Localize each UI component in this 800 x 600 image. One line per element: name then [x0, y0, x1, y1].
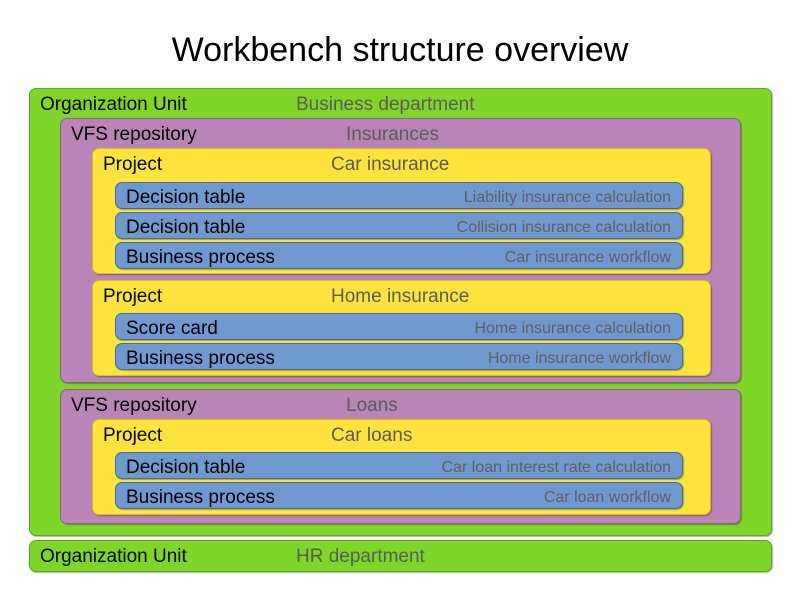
- asset-name: Car loan workflow: [543, 489, 671, 506]
- project-label: Project: [103, 286, 163, 307]
- repository-name: Insurances: [346, 124, 439, 145]
- org-unit-hr-department[interactable]: Organization Unit HR department: [29, 540, 772, 572]
- asset-type-label: Decision table: [126, 217, 246, 238]
- asset-type-label: Decision table: [126, 187, 246, 208]
- repository-label: VFS repository: [71, 395, 197, 416]
- project-label: Project: [103, 154, 163, 175]
- asset-car-insurance-workflow[interactable]: Business process Car insurance workflow: [115, 242, 683, 269]
- asset-name: Home insurance workflow: [487, 350, 671, 367]
- org-unit-label: Organization Unit: [40, 546, 187, 567]
- asset-car-loan-workflow[interactable]: Business process Car loan workflow: [115, 482, 683, 509]
- asset-liability-insurance-calculation[interactable]: Decision table Liability insurance calcu…: [115, 182, 683, 209]
- asset-type-label: Business process: [126, 348, 275, 369]
- asset-home-insurance-workflow[interactable]: Business process Home insurance workflow: [115, 343, 683, 370]
- asset-home-insurance-calculation[interactable]: Score card Home insurance calculation: [115, 313, 683, 340]
- org-unit-name: Business department: [296, 94, 475, 115]
- repository-label: VFS repository: [71, 124, 197, 145]
- asset-name: Collision insurance calculation: [456, 219, 671, 236]
- page-title: Workbench structure overview: [171, 31, 629, 69]
- project-name: Car loans: [331, 425, 413, 446]
- asset-name: Liability insurance calculation: [463, 189, 671, 206]
- asset-type-label: Score card: [126, 318, 218, 339]
- asset-type-label: Decision table: [126, 457, 246, 478]
- org-unit-name: HR department: [296, 546, 425, 567]
- asset-type-label: Business process: [126, 247, 275, 268]
- asset-type-label: Business process: [126, 487, 275, 508]
- project-name: Home insurance: [331, 286, 470, 307]
- asset-name: Home insurance calculation: [474, 320, 671, 337]
- project-label: Project: [103, 425, 163, 446]
- repository-name: Loans: [346, 395, 398, 416]
- asset-name: Car loan interest rate calculation: [441, 459, 671, 476]
- asset-car-loan-interest-rate-calculation[interactable]: Decision table Car loan interest rate ca…: [115, 452, 683, 479]
- asset-name: Car insurance workflow: [504, 249, 671, 266]
- asset-collision-insurance-calculation[interactable]: Decision table Collision insurance calcu…: [115, 212, 683, 239]
- org-unit-label: Organization Unit: [40, 94, 187, 115]
- project-name: Car insurance: [331, 154, 450, 175]
